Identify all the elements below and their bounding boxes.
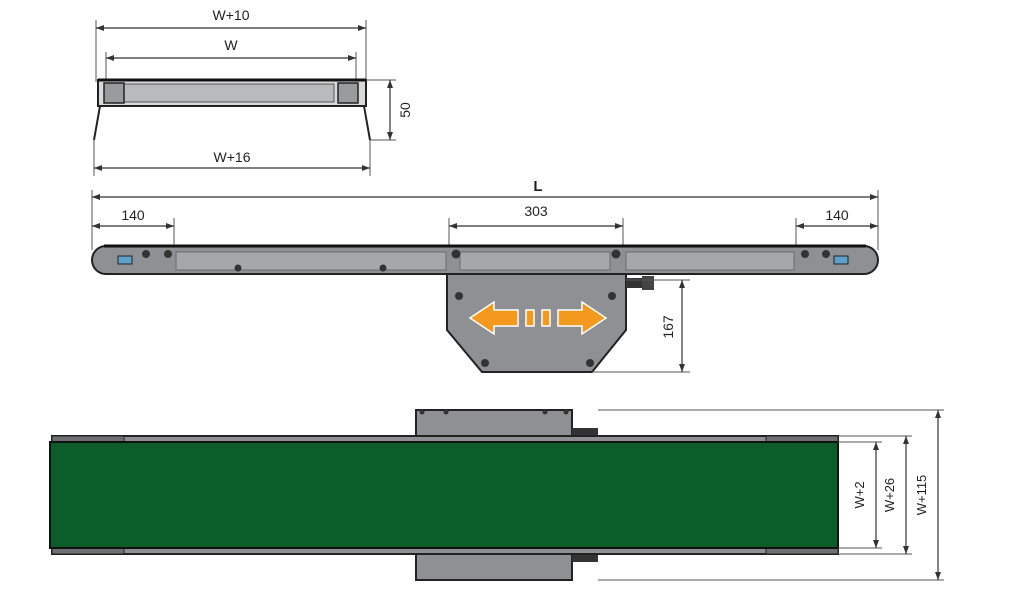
dim-label-50: 50: [397, 102, 413, 118]
dim-label-w2: W+2: [852, 481, 867, 508]
dim-label-303: 303: [524, 203, 548, 219]
end-roller: [123, 83, 335, 103]
dim-label-w115: W+115: [914, 475, 929, 516]
dim-label-140-left: 140: [121, 207, 145, 223]
end-bearing-right: [337, 82, 359, 104]
dim-label-140-right: 140: [825, 207, 849, 223]
dim-label-167: 167: [660, 315, 676, 339]
side-view: L 140 303 140: [91, 178, 879, 373]
dim-label-w16: W+16: [214, 149, 251, 165]
dim-label-w26: W+26: [882, 478, 897, 512]
dim-label-l: L: [533, 178, 542, 195]
dim-label-w10: W+10: [213, 7, 250, 23]
dim-label-w: W: [224, 37, 238, 53]
conveyor-belt: [49, 441, 839, 549]
tensioner-left: [117, 255, 133, 265]
end-view: W+10 W 50 W+16: [93, 7, 413, 176]
tensioner-right: [833, 255, 849, 265]
end-bearing-left: [103, 82, 125, 104]
top-view: W+2 W+26 W+115: [49, 409, 944, 581]
bidirectional-arrow-icon: [468, 300, 608, 336]
